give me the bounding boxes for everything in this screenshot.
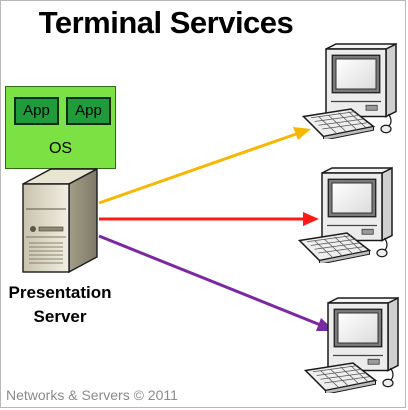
- app-box-1: App: [14, 97, 59, 125]
- app-box-2: App: [66, 97, 111, 125]
- connection-arrow-purple: [98, 234, 335, 331]
- server-label-line1: Presentation: [8, 283, 112, 302]
- client-computer-icon-1: [302, 43, 397, 139]
- os-box: App App OS: [5, 86, 116, 169]
- server-label-line2: Server: [33, 307, 87, 326]
- server-icon: [22, 167, 98, 274]
- os-label: OS: [48, 140, 73, 157]
- client-computer-icon-2: [298, 167, 393, 263]
- page-title: Terminal Services: [38, 5, 294, 40]
- connection-arrow-red: [99, 212, 319, 226]
- connection-arrow-yellow: [98, 127, 311, 205]
- copyright-footer: Networks & Servers © 2011: [6, 387, 178, 403]
- client-computer-icon-3: [304, 297, 399, 393]
- server-label: Presentation Server: [1, 281, 119, 329]
